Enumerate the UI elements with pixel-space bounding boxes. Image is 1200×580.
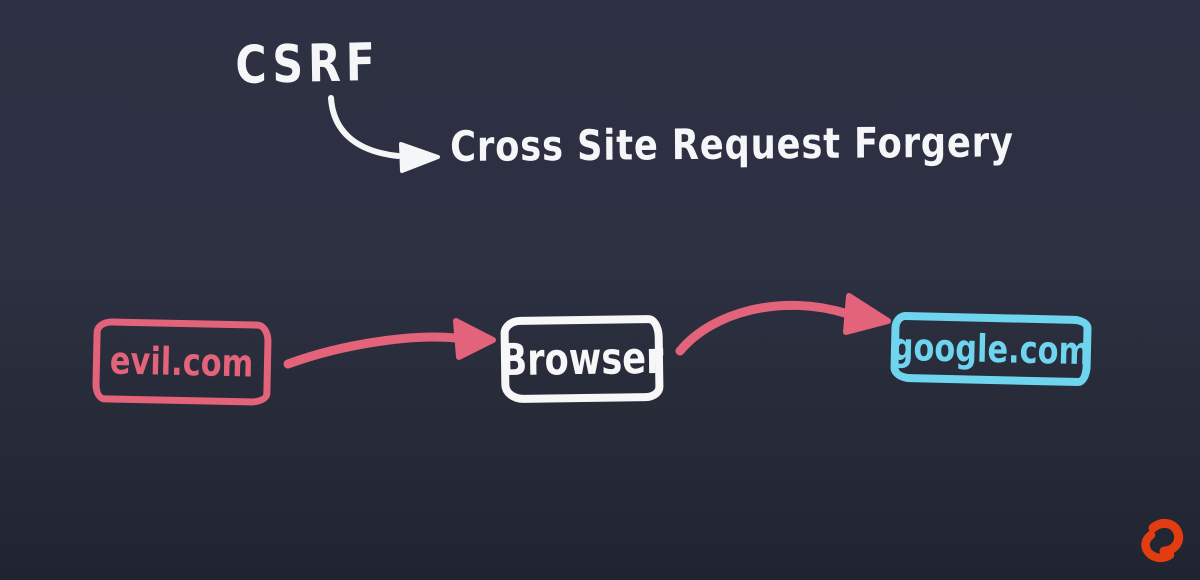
node-evil-com: evil.com: [92, 318, 272, 406]
node-google-com-label: google.com: [891, 324, 1091, 374]
swirl-logo-icon: [1141, 518, 1184, 563]
flow-arrow-browser-to-google-icon: [675, 293, 891, 356]
curved-arrow-icon: [328, 95, 440, 173]
title-expansion: Cross Site Request Forgery: [450, 117, 1014, 171]
flow-arrow-evil-to-browser-icon: [283, 318, 496, 369]
node-evil-com-label: evil.com: [109, 338, 255, 386]
node-google-com: google.com: [890, 311, 1092, 387]
node-browser-label: Browser: [500, 332, 664, 386]
title-acronym: CSRF: [235, 32, 381, 96]
node-browser: Browser: [500, 314, 664, 404]
